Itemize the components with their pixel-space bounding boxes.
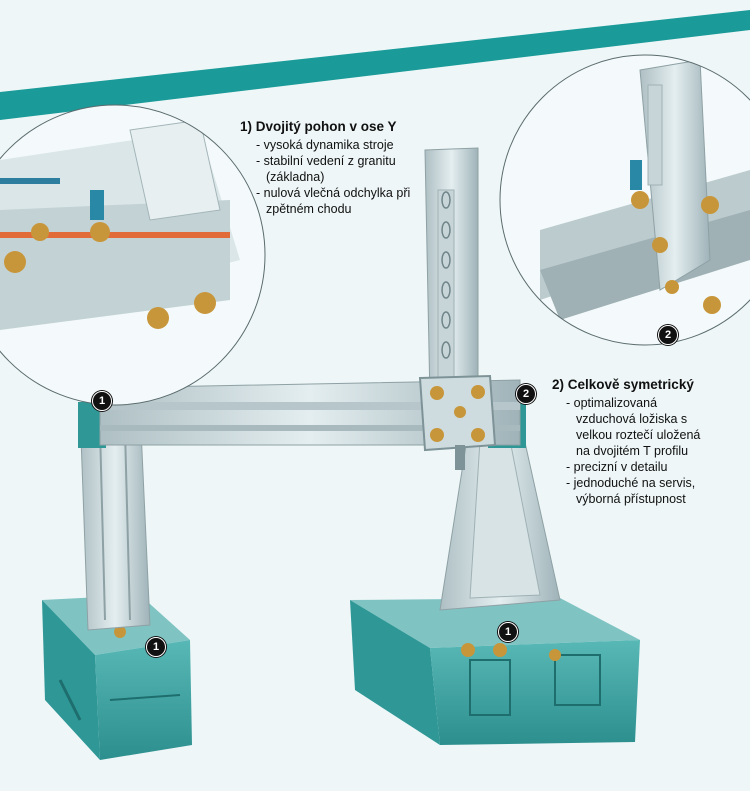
callout-1-item: stabilní vedení z granitu (základna) (256, 153, 430, 185)
marker-detail-left: 1 (92, 391, 112, 411)
callout-1-title: 1) Dvojitý pohon v ose Y (240, 119, 397, 134)
left-column (78, 402, 151, 631)
callout-1-item: vysoká dynamika stroje (256, 137, 430, 153)
right-column (439, 388, 561, 611)
marker-right-detail-circle: 2 (658, 325, 678, 345)
callout-2-item: jednoduché na servis, výborná přístupnos… (566, 475, 712, 507)
callout-1-item: nulová vlečná odchylka při zpětném chodu (256, 185, 430, 217)
right-base-block (350, 598, 640, 745)
teal-background-band (0, 10, 750, 120)
callout-symmetric: 2) Celkově symetrický optimalizovaná vzd… (552, 376, 712, 507)
left-detail-view (0, 105, 265, 405)
callout-2-item: optimalizovaná vzduchová ložiska s velko… (566, 395, 712, 459)
marker-left-base: 1 (146, 637, 166, 657)
marker-detail-right: 2 (516, 384, 536, 404)
z-axis-ram (418, 147, 497, 470)
crossbeam (99, 379, 521, 446)
callout-dual-drive: 1) Dvojitý pohon v ose Y vysoká dynamika… (240, 118, 430, 217)
right-detail-view (500, 55, 750, 345)
callout-2-title: 2) Celkově symetrický (552, 377, 694, 392)
callout-2-item: precizní v detailu (566, 459, 712, 475)
marker-right-base: 1 (498, 622, 518, 642)
